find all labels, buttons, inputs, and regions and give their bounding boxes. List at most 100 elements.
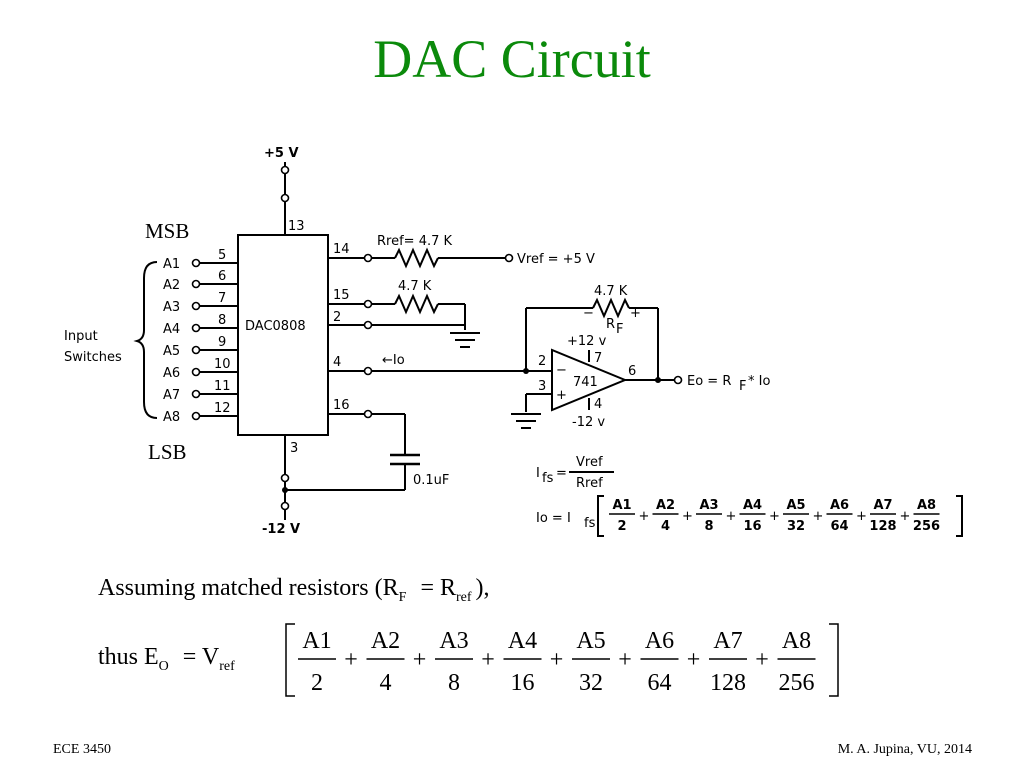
ground-symbol-opamp: [511, 413, 541, 429]
input-terminal: [191, 367, 201, 377]
pin16-node: [363, 409, 373, 419]
input-terminal: [191, 411, 201, 421]
input-label: A3: [163, 300, 180, 315]
capacitor-label: 0.1uF: [413, 473, 449, 488]
thus-equals: = V: [182, 644, 220, 670]
io-fraction-plus: +: [639, 509, 650, 524]
io-fraction-plus: +: [682, 509, 693, 524]
thus-fraction-denominator: 2: [311, 670, 323, 696]
io-fraction-numerator: A7: [873, 498, 892, 513]
input-label: A5: [163, 344, 180, 359]
thus-fraction-denominator: 256: [779, 670, 815, 696]
io-fraction-numerator: A4: [743, 498, 762, 513]
rf-plus: +: [630, 306, 641, 321]
input-terminal: [191, 323, 201, 333]
thus-fraction-plus: +: [413, 647, 427, 673]
io-fraction-numerator: A5: [786, 498, 805, 513]
thus-fraction-denominator: 32: [579, 670, 603, 696]
input-terminal: [191, 258, 201, 268]
io-fraction-denominator: 2: [617, 519, 626, 534]
assumption-text: Assuming matched resistors (R: [98, 575, 399, 601]
io-fraction-denominator: 256: [913, 519, 940, 534]
assumption-equation: Assuming matched resistors (RF = Rref),: [98, 575, 490, 606]
pin-number: 11: [214, 379, 231, 394]
eo-label: Eo = R: [687, 374, 731, 389]
rref-resistor: [394, 247, 439, 269]
thus-fraction-plus: +: [550, 647, 564, 673]
vref-label: Vref = +5 V: [517, 252, 595, 267]
pin-number: 16: [333, 398, 350, 413]
thus-fraction-denominator: 16: [511, 670, 535, 696]
assumption-tail: ),: [475, 575, 490, 601]
ifs-lhs: I: [536, 466, 540, 481]
input-terminal: [191, 345, 201, 355]
thus-fraction-denominator: 64: [648, 670, 672, 696]
lsb-label: LSB: [148, 440, 187, 464]
io-fraction-plus: +: [769, 509, 780, 524]
r2-resistor: [394, 293, 439, 315]
thus-equation-lhs: thus EO = Vref: [98, 644, 235, 675]
opamp-pin: 7: [594, 351, 602, 366]
thus-fraction-numerator: A8: [782, 628, 811, 654]
input-label: A1: [163, 257, 180, 272]
input-label: A8: [163, 410, 180, 425]
eo-subscript: F: [739, 379, 746, 394]
supply-neg-label: -12 V: [262, 522, 300, 537]
opamp-inverting-sign: −: [556, 363, 567, 378]
opamp-pin: 4: [594, 397, 602, 412]
thus-fraction-denominator: 8: [448, 670, 460, 696]
thus-fraction-plus: +: [481, 647, 495, 673]
thus-fraction-numerator: A6: [645, 628, 674, 654]
pin-number: 9: [218, 335, 226, 350]
pin-number: 14: [333, 242, 350, 257]
supply-neg-node: [280, 473, 290, 483]
thus-bracket-left: [285, 623, 295, 697]
io-eq-lhs: Io = I: [536, 511, 571, 526]
rf-name-label: R: [606, 317, 615, 332]
thus-bracket-right: [829, 623, 839, 697]
thus-sub-ref: ref: [219, 658, 235, 674]
rref-label: Rref= 4.7 K: [377, 234, 452, 249]
chip-label: DAC0808: [245, 319, 306, 334]
thus-text: thus E: [98, 644, 159, 670]
eo-tail: * Io: [748, 374, 770, 389]
pin-number: 6: [218, 269, 226, 284]
io-fraction-denominator: 16: [743, 519, 761, 534]
dac-circuit-diagram: MSB LSB Input Switches A1 A2 A3 A4 A5 A6…: [64, 146, 963, 537]
io-current-label: ←Io: [382, 353, 405, 368]
opamp-vneg-label: -12 v: [572, 415, 605, 430]
thus-fraction-denominator: 4: [380, 670, 392, 696]
pin4-node: [363, 366, 373, 376]
footer-course: ECE 3450: [53, 742, 111, 757]
opamp-pin: 3: [538, 379, 546, 394]
opamp-vpos-label: +12 v: [567, 334, 607, 349]
pin-number: 5: [218, 248, 226, 263]
supply-pos-label: +5 V: [264, 146, 299, 161]
io-fraction-numerator: A6: [830, 498, 849, 513]
slide-title: DAC Circuit: [373, 29, 651, 89]
opamp-pin: 6: [628, 364, 636, 379]
pin14-node: [363, 253, 373, 263]
io-fraction-denominator: 64: [830, 519, 848, 534]
rf-value-label: 4.7 K: [594, 284, 628, 299]
thus-fraction-denominator: 128: [710, 670, 746, 696]
footer-author: M. A. Jupina, VU, 2014: [837, 742, 972, 757]
msb-label: MSB: [145, 219, 189, 243]
io-fraction-plus: +: [856, 509, 867, 524]
thus-fraction-plus: +: [618, 647, 632, 673]
rf-name-subscript: F: [616, 322, 623, 337]
thus-fraction-numerator: A3: [439, 628, 468, 654]
assumption-sub-ref: ref: [455, 589, 472, 605]
opamp-noninverting-sign: +: [556, 388, 567, 403]
thus-fraction-numerator: A5: [576, 628, 605, 654]
thus-fraction-plus: +: [755, 647, 769, 673]
pin-number: 10: [214, 357, 231, 372]
pin-number: 15: [333, 288, 350, 303]
pin-number: 7: [218, 291, 226, 306]
io-fraction-denominator: 32: [787, 519, 805, 534]
pin-number: 2: [333, 310, 341, 325]
opamp-pin: 2: [538, 354, 546, 369]
ground-symbol-dac: [450, 332, 480, 348]
